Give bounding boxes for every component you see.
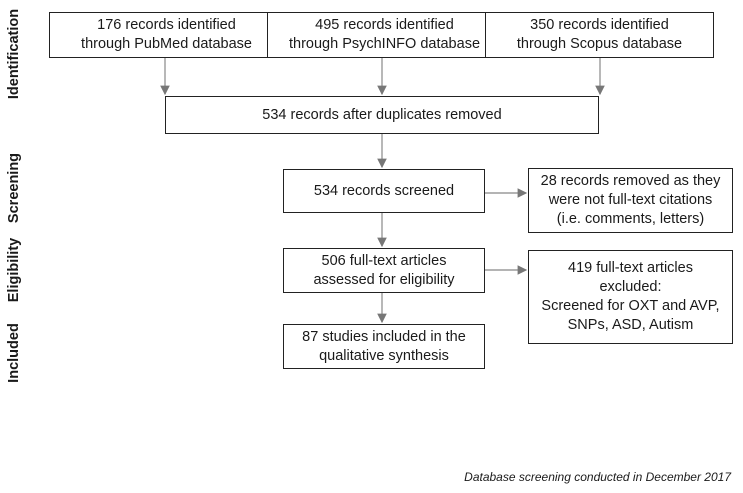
pubmed-records-box: 176 records identified through PubMed da… [49, 12, 284, 58]
excluded-articles-box: 419 full-text articles excluded: Screene… [528, 250, 733, 344]
fulltext-assessed-text: 506 full-text articles assessed for elig… [313, 252, 455, 288]
removed-records-box: 28 records removed as they were not full… [528, 168, 733, 233]
pubmed-records-text: 176 records identified through PubMed da… [81, 17, 252, 52]
screened-records-text: 534 records screened [313, 182, 455, 199]
stage-label-included: Included [6, 323, 22, 383]
screened-records-box: 534 records screened [283, 169, 485, 213]
included-studies-box: 87 studies included in the qualitative s… [283, 324, 485, 369]
scopus-records-text: 350 records identified through Scopus da… [516, 17, 683, 52]
deduplicated-records-box: 534 records after duplicates removed [165, 96, 599, 134]
scopus-records-box: 350 records identified through Scopus da… [485, 12, 714, 58]
footnote: Database screening conducted in December… [464, 470, 731, 484]
removed-records-text: 28 records removed as they were not full… [540, 173, 721, 227]
psychinfo-records-box: 495 records identified through PsychINFO… [267, 12, 502, 58]
stage-label-identification: Identification [6, 8, 22, 100]
excluded-articles-text: 419 full-text articles excluded: Screene… [541, 260, 720, 333]
fulltext-assessed-box: 506 full-text articles assessed for elig… [283, 248, 485, 293]
deduplicated-records-text: 534 records after duplicates removed [262, 106, 502, 123]
included-studies-text: 87 studies included in the qualitative s… [302, 328, 466, 364]
psychinfo-records-text: 495 records identified through PsychINFO… [288, 17, 481, 52]
